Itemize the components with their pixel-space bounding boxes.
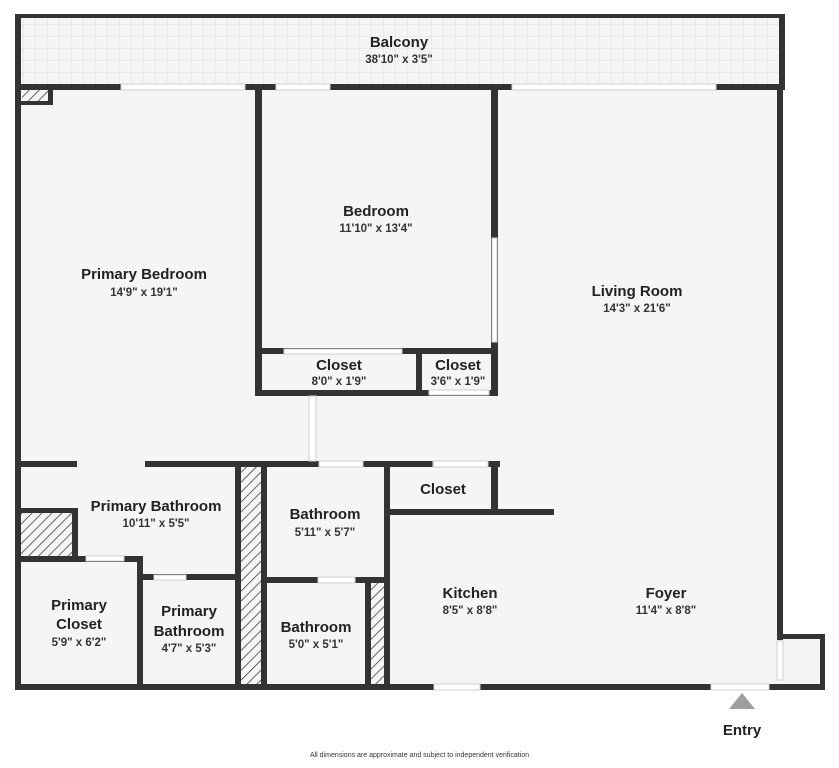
primary-bath-shaft	[21, 512, 72, 556]
primary-closet-dims: 5'9" x 6'2"	[52, 637, 107, 649]
primary-bathroom-a-label: Primary Bathroom	[91, 498, 222, 515]
unit-floor	[19, 88, 780, 687]
living-room-label: Living Room	[592, 283, 683, 300]
entry-arrow-icon	[729, 693, 755, 709]
primary-closet-label-line2: Closet	[56, 616, 102, 633]
primary-bathroom-a-dims: 10'11" x 5'5"	[123, 518, 190, 530]
primary-bedroom-label: Primary Bedroom	[81, 266, 207, 283]
closet-b-label: Closet	[435, 357, 481, 374]
bathroom-b-dims: 5'0" x 5'1"	[289, 639, 344, 651]
foyer-label: Foyer	[646, 585, 687, 602]
bedroom-dims: 11'10" x 13'4"	[339, 223, 412, 235]
primary-bathroom-b-label-line1: Primary	[161, 603, 218, 620]
bedroom-label: Bedroom	[343, 203, 409, 220]
living-room-dims: 14'3" x 21'6"	[603, 303, 671, 315]
primary-closet-label-line1: Primary	[51, 597, 108, 614]
bathroom-a-dims: 5'11" x 5'7"	[295, 527, 356, 539]
balcony-floor	[19, 15, 780, 85]
primary-bathroom-b-label-line2: Bathroom	[154, 623, 225, 640]
corner-shaft	[22, 90, 48, 102]
closet-b-dims: 3'6" x 1'9"	[431, 376, 486, 388]
foyer-dims: 11'4" x 8'8"	[636, 605, 697, 617]
disclaimer-text: All dimensions are approximate and subje…	[309, 752, 530, 759]
closet-c-label: Closet	[420, 481, 466, 498]
bathroom-a-label: Bathroom	[290, 506, 361, 523]
entry-label: Entry	[723, 722, 762, 739]
bathroom-b-label: Bathroom	[281, 619, 352, 636]
chase-shaft-right	[370, 583, 384, 686]
entry-nook-floor	[780, 636, 822, 687]
balcony-dims: 38'10" x 3'5"	[365, 54, 433, 66]
closet-a-dims: 8'0" x 1'9"	[312, 376, 367, 388]
primary-bedroom-dims: 14'9" x 19'1"	[110, 287, 178, 299]
closet-a-label: Closet	[316, 357, 362, 374]
balcony-label: Balcony	[370, 34, 429, 51]
kitchen-label: Kitchen	[442, 585, 497, 602]
windows	[85, 83, 784, 691]
chase-shaft-left	[240, 467, 262, 686]
primary-bathroom-b-dims: 4'7" x 5'3"	[162, 643, 217, 655]
kitchen-dims: 8'5" x 8'8"	[443, 605, 498, 617]
